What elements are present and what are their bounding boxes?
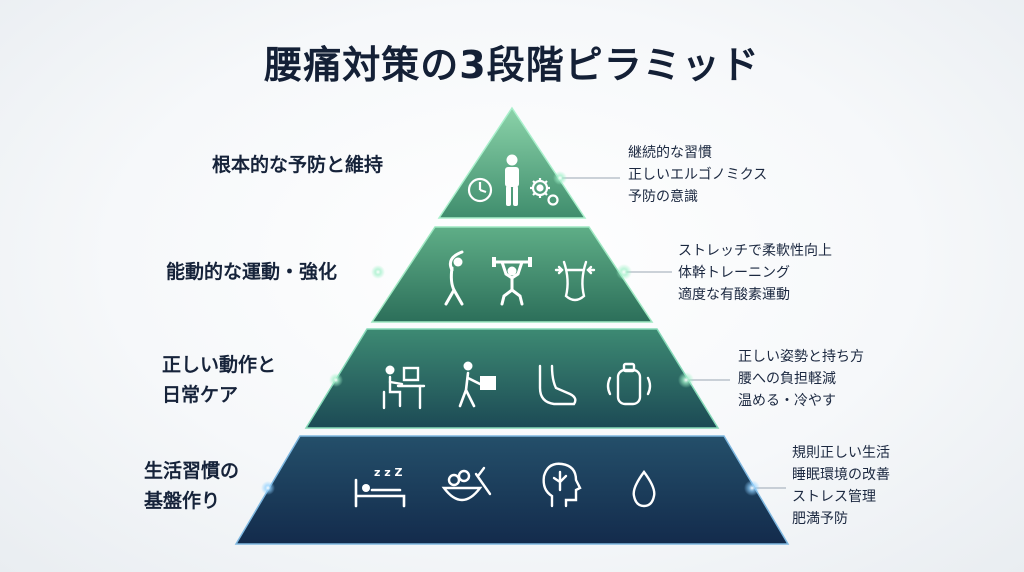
gears-icon	[530, 178, 559, 206]
list-item: ストレス管理	[792, 489, 876, 505]
page-title: 腰痛対策の3段階ピラミッド	[264, 43, 760, 87]
foot-icon	[538, 364, 577, 406]
tier-2-label: 能動的な運動・強化	[166, 257, 337, 287]
tier-4-label-line-2: 基盤作り	[144, 490, 221, 512]
list-item: 肥満予防	[792, 511, 848, 527]
core-waist-icon	[554, 260, 596, 302]
hot-water-bottle-icon	[606, 362, 652, 406]
head-brain-icon	[542, 462, 582, 508]
list-item: 体幹トレーニング	[678, 265, 790, 281]
tier-4-items: 規則正しい生活 睡眠環境の改善 ストレス管理 肥満予防	[792, 442, 890, 530]
clock-icon	[467, 177, 493, 203]
tier-3-items: 正しい姿勢と持ち方 腰への負担軽減 温める・冷やす	[738, 346, 864, 412]
tier-3-label: 正しい動作と 日常ケア	[162, 350, 276, 410]
list-item: 睡眠環境の改善	[792, 467, 890, 483]
list-item: 適度な有酸素運動	[678, 287, 790, 303]
vegetables-bowl-icon	[441, 466, 492, 502]
sleeping-bed-icon: z z Z	[354, 466, 406, 508]
svg-text:z z Z: z z Z	[374, 466, 402, 479]
list-item: 温める・冷やす	[738, 393, 836, 409]
glow-dots	[261, 171, 760, 496]
tier-3-label-line-2: 日常ケア	[162, 384, 239, 406]
list-item: 正しい姿勢と持ち方	[738, 349, 864, 365]
tier-2-items: ストレッチで柔軟性向上 体幹トレーニング 適度な有酸素運動	[678, 240, 832, 306]
list-item: ストレッチで柔軟性向上	[678, 243, 832, 259]
standing-person-icon	[505, 154, 519, 206]
tier-4-label: 生活習慣の 基盤作り	[144, 456, 239, 516]
tier-2-label-line: 能動的な運動・強化	[166, 261, 338, 283]
weightlifter-icon	[492, 257, 532, 306]
list-item: 正しいエルゴノミクス	[628, 167, 768, 183]
list-item: 継続的な習慣	[628, 145, 712, 161]
list-item: 規則正しい生活	[792, 445, 890, 461]
tier-3-label-line-1: 正しい動作と	[162, 354, 277, 376]
stretching-person-icon	[444, 250, 464, 306]
tier-3-shape	[304, 328, 720, 429]
tier-1-items: 継続的な習慣 正しいエルゴノミクス 予防の意識	[628, 142, 767, 208]
list-item: 腰への負担軽減	[738, 371, 836, 387]
tier-1-label: 根本的な予防と維持	[212, 150, 383, 180]
tier-1-label-line: 根本的な予防と維持	[212, 154, 384, 176]
desk-worker-icon	[382, 365, 426, 410]
lifting-box-icon	[458, 361, 496, 408]
water-drop-icon	[632, 469, 656, 508]
tier-4-shape	[234, 435, 790, 545]
list-item: 予防の意識	[628, 189, 698, 205]
tier-4-label-line-1: 生活習慣の	[144, 460, 240, 482]
